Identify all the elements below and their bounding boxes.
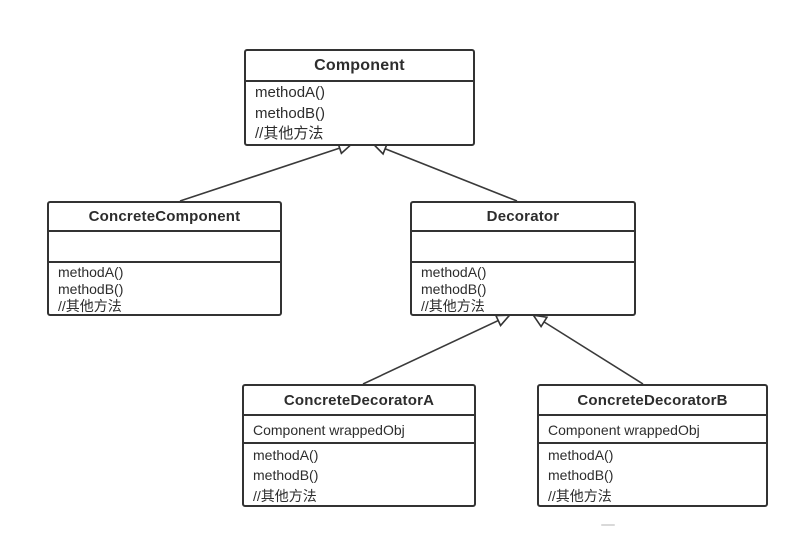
class-name-concrete-component: ConcreteComponent bbox=[88, 208, 241, 225]
member-text: //其他方法 bbox=[253, 487, 317, 504]
class-box-concrete-component: ConcreteComponent methodA()methodB()//其他方… bbox=[47, 201, 282, 316]
class-compartment: methodA() methodB() //其他方法 bbox=[244, 442, 474, 505]
class-box-concrete-decorator-b: ConcreteDecoratorB Component wrappedObj me… bbox=[537, 384, 768, 507]
class-compartment-empty bbox=[49, 230, 280, 261]
class-compartment: methodA()methodB()//其他方法 bbox=[49, 261, 280, 314]
class-box-component: Component methodA() methodB() //其他方法 bbox=[244, 49, 475, 146]
class-name-decorator: Decorator bbox=[486, 208, 560, 225]
member-text: methodA() bbox=[548, 447, 614, 463]
member-text: methodB() bbox=[58, 281, 124, 297]
member-text: Component wrappedObj bbox=[253, 422, 405, 438]
class-compartment: methodA() methodB() //其他方法 bbox=[539, 442, 766, 505]
class-box-concrete-decorator-a: ConcreteDecoratorA Component wrappedObj me… bbox=[242, 384, 476, 507]
member-text: Component wrappedObj bbox=[548, 422, 700, 438]
class-compartment: Component wrappedObj bbox=[244, 414, 474, 442]
member-text: methodA() bbox=[255, 84, 326, 101]
class-compartment: methodA()methodB()//其他方法 bbox=[412, 261, 634, 314]
member-text: //其他方法 bbox=[255, 125, 324, 143]
generalization-arrow-decorator-to-component bbox=[371, 142, 518, 202]
member-text: //其他方法 bbox=[548, 487, 612, 504]
class-name-concrete-decorator-b: ConcreteDecoratorB bbox=[577, 391, 728, 409]
member-text: methodA() bbox=[253, 447, 319, 463]
member-text: methodA() bbox=[421, 264, 487, 280]
generalization-arrow-concrete-component-to-component bbox=[179, 141, 354, 202]
class-compartment: methodA() methodB() //其他方法 bbox=[246, 80, 473, 144]
class-name-concrete-decorator-a: ConcreteDecoratorA bbox=[283, 391, 435, 409]
member-text: methodB() bbox=[548, 467, 614, 484]
class-name-component: Component bbox=[314, 56, 405, 74]
member-text: methodB() bbox=[421, 281, 487, 297]
member-text: methodB() bbox=[255, 104, 326, 122]
watermark-dash bbox=[601, 524, 615, 526]
class-box-decorator: Decorator methodA()methodB()//其他方法 bbox=[410, 201, 636, 316]
generalization-arrow-concrete-decorator-b-to-decorator bbox=[531, 314, 644, 385]
member-text: methodA() bbox=[58, 264, 124, 280]
generalization-arrow-concrete-decorator-a-to-decorator bbox=[362, 314, 512, 385]
class-compartment: Component wrappedObj bbox=[539, 414, 766, 442]
member-text: //其他方法 bbox=[58, 298, 122, 314]
member-text: methodB() bbox=[253, 467, 319, 484]
member-text: //其他方法 bbox=[421, 298, 485, 314]
generalization-lines bbox=[179, 141, 644, 385]
class-compartment-empty bbox=[412, 230, 634, 261]
